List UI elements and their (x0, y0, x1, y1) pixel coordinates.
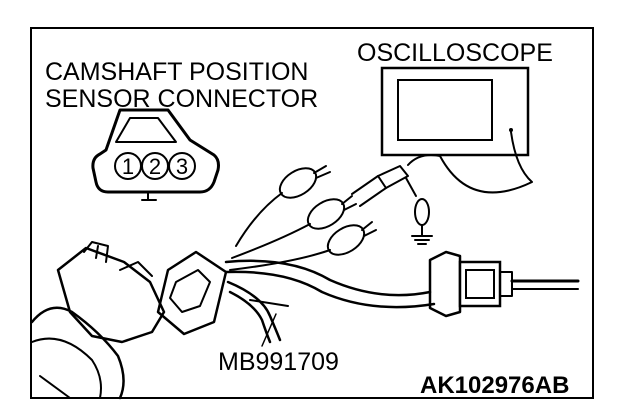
connector-pin-1-label: 1 (122, 154, 134, 179)
diagram-frame (30, 27, 594, 399)
harness-connector (428, 250, 580, 318)
ground-clip (411, 198, 433, 245)
camshaft-position-sensor (30, 241, 166, 400)
camshaft-sensor-connector: 1 2 3 (91, 108, 220, 201)
connector-pin-3 (168, 152, 196, 180)
connector-pin-3-label: 3 (176, 154, 188, 179)
oscilloscope-lead (407, 131, 533, 194)
oscilloscope (380, 66, 530, 157)
oscilloscope-label: OSCILLOSCOPE (357, 39, 553, 67)
test-harness (224, 259, 436, 347)
test-clip-2 (231, 195, 357, 259)
sensor-connector-label-line2: SENSOR CONNECTOR (45, 85, 318, 113)
test-clip-1 (235, 165, 331, 247)
connector-pin-2-label: 2 (149, 154, 161, 179)
harness-tool-label: MB991709 (218, 348, 339, 376)
test-clip-3 (229, 221, 377, 271)
sensor-side-connector (156, 250, 228, 336)
sensor-connector-label-line1: CAMSHAFT POSITION (45, 58, 308, 86)
oscilloscope-probe (351, 165, 417, 207)
figure-code-label: AK102976AB (420, 372, 569, 399)
